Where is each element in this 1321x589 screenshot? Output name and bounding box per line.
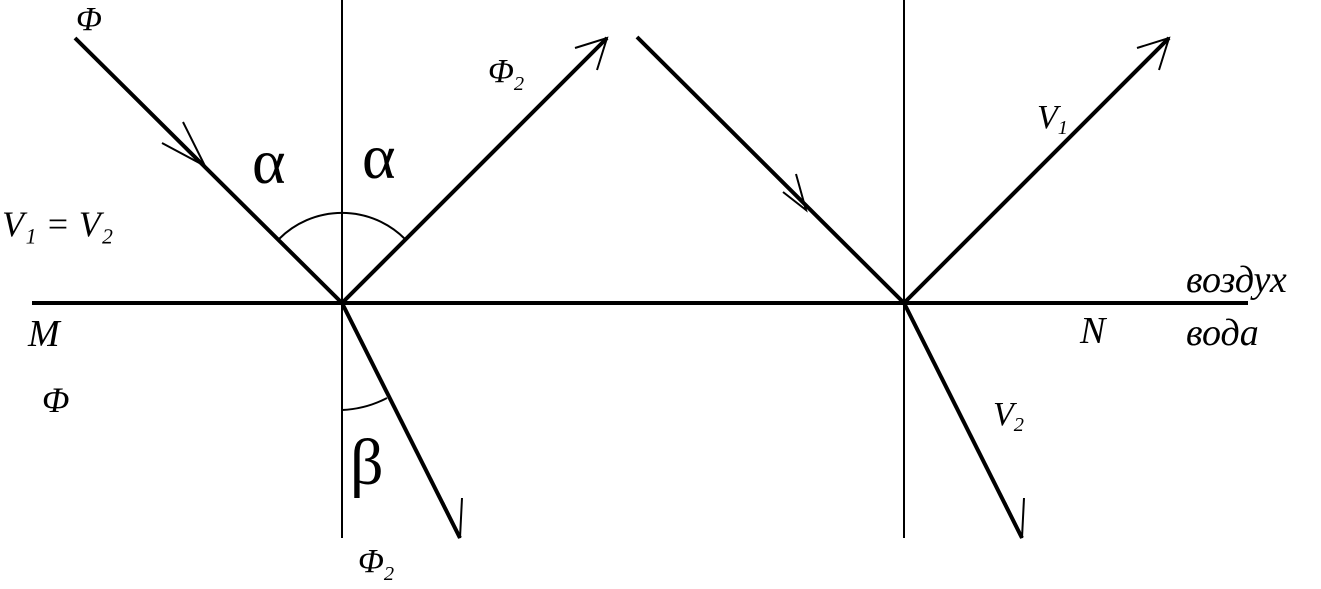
label-point-n: N [1079,310,1108,352]
right-incident-ray [635,35,906,305]
label-v2: V2 [993,396,1024,436]
right-refracted-ray [902,302,1024,539]
left-reflected-ray [340,36,609,305]
label-beta: β [350,426,384,499]
left-refracted-ray [340,302,462,539]
right-refracted-arrowhead [1004,497,1025,539]
label-velocity-equal: V₁ = V₂ [2,204,113,244]
label-medium-water: вода [1186,312,1259,354]
right-reflected-arrowhead [1136,36,1171,71]
label-phi-incident: Φ [76,1,102,38]
left-reflected-arrowhead [574,36,609,71]
label-phi-lower: Φ [42,380,69,420]
left-refracted-arrowhead [442,497,463,539]
label-point-m: M [27,313,62,355]
label-medium-air: воздух [1186,259,1287,301]
left-incident-arrowhead [161,121,208,169]
label-v1: V1 [1037,99,1068,139]
right-reflected-ray [902,36,1171,305]
label-alpha-left: α [252,126,286,197]
right-incident-arrowhead [782,173,808,213]
beta-angle-arc [341,397,388,411]
label-alpha-right: α [362,121,396,192]
alpha-angle-arc [278,211,406,240]
left-incident-ray [73,36,344,305]
label-phi-reflected: Φ2 [488,53,524,95]
label-phi-refracted: Φ2 [358,543,394,585]
